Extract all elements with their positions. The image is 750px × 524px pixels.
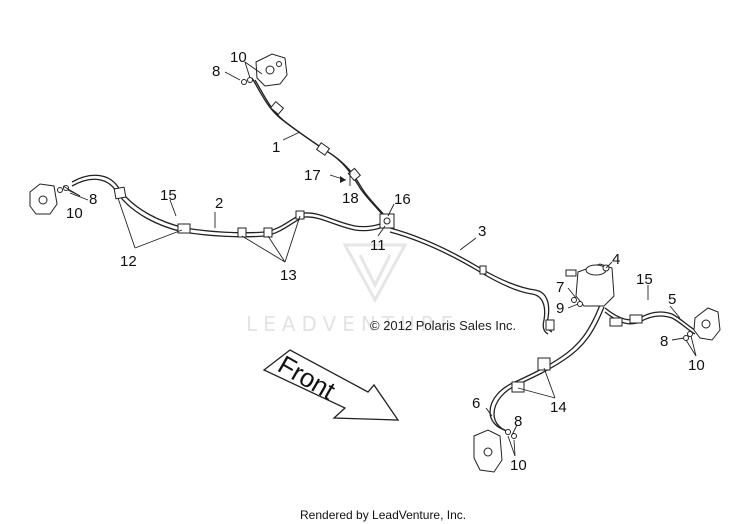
brake-line-2: [71, 174, 387, 238]
callout-17: 17: [304, 167, 321, 184]
callout-6: 6: [472, 395, 480, 412]
rear-left-caliper: [473, 429, 517, 473]
callout-8-rear-right: 8: [212, 63, 220, 80]
leader-lines: [62, 61, 697, 457]
watermark-logo: [342, 243, 408, 304]
rear-right-caliper: [241, 53, 288, 87]
footer-credit: Rendered by LeadVenture, Inc.: [300, 508, 466, 522]
callout-8-front-right: 8: [660, 333, 668, 350]
callout-10-front-left: 10: [66, 205, 83, 222]
brake-line-5: [604, 307, 696, 335]
front-direction-arrow: Front: [262, 349, 400, 421]
callout-2: 2: [215, 195, 223, 212]
callout-9: 9: [556, 300, 564, 317]
callout-15-right: 15: [636, 271, 653, 288]
callout-7: 7: [556, 279, 564, 296]
callout-13: 13: [280, 267, 297, 284]
copyright-notice: © 2012 Polaris Sales Inc.: [370, 318, 516, 333]
callout-numbers: 1 2 3 4 5 6 7 8 8 8 8 9 10 10 10 10 11 1…: [66, 49, 705, 474]
brake-line-1: [251, 77, 389, 221]
callout-4: 4: [612, 251, 620, 268]
callout-11: 11: [370, 237, 386, 254]
callout-10-rear-left: 10: [510, 457, 527, 474]
callout-8-front-left: 8: [89, 191, 97, 208]
callout-14: 14: [550, 399, 567, 416]
watermark-text: LEADVENTURE: [246, 312, 459, 336]
callout-12: 12: [120, 253, 137, 270]
front-right-caliper: [683, 307, 721, 341]
front-left-caliper: [29, 183, 69, 215]
callout-5: 5: [668, 291, 676, 308]
brake-line-6: [489, 304, 605, 433]
callout-8-rear-left: 8: [514, 413, 522, 430]
callout-10-front-right: 10: [688, 357, 705, 374]
callout-16: 16: [394, 191, 411, 208]
callout-3: 3: [478, 223, 486, 240]
junction-block-11: [379, 213, 395, 229]
callout-1: 1: [272, 139, 280, 156]
callout-15-left: 15: [160, 187, 177, 204]
master-cylinder-4: [545, 263, 615, 331]
callout-10-rear-right: 10: [230, 49, 247, 66]
callout-18: 18: [342, 190, 359, 207]
